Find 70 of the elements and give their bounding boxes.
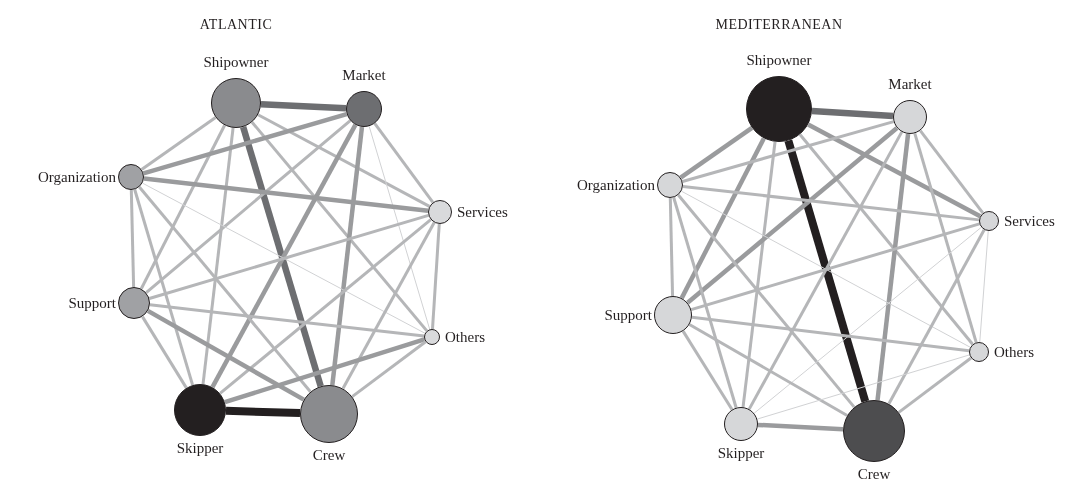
node-label: Skipper [176, 439, 224, 457]
network-link [143, 176, 429, 213]
network-link [757, 422, 844, 432]
network-link [798, 133, 974, 346]
network-link [133, 189, 195, 386]
node-label: Market [342, 66, 386, 84]
panel-title: MEDITERRANEAN [715, 16, 843, 34]
network-link [260, 100, 347, 112]
network-link [756, 354, 970, 420]
node-label: Shipowner [746, 51, 812, 69]
network-link [784, 139, 870, 403]
network-link [210, 123, 358, 389]
node-label: Others [994, 343, 1034, 361]
network-link [368, 125, 431, 330]
node-label: Others [445, 328, 485, 346]
network-link [875, 133, 911, 401]
network-link [142, 111, 348, 176]
network-link [747, 131, 904, 410]
network-link [139, 124, 226, 290]
network-link [141, 315, 188, 389]
network-link [201, 127, 235, 385]
network-link [913, 132, 978, 343]
network-link [679, 137, 766, 300]
network-link [373, 122, 435, 204]
network-link [330, 126, 365, 386]
node-label: Crew [857, 465, 891, 483]
network-link [145, 119, 352, 294]
network-link [672, 197, 738, 409]
network-link [149, 303, 425, 338]
network-link [224, 337, 426, 405]
network-link [688, 323, 848, 417]
network-link [741, 141, 777, 408]
network-link [677, 194, 856, 409]
node-label: Crew [312, 446, 346, 464]
network-link [250, 121, 428, 332]
network-link [225, 406, 301, 418]
network-link [142, 182, 426, 334]
node-label: Support [68, 294, 116, 312]
network-link [431, 223, 441, 330]
network-link [811, 107, 894, 120]
network-link [682, 120, 895, 183]
network-link [351, 340, 427, 398]
network-link [691, 315, 970, 353]
network-link [129, 189, 136, 288]
network-link [690, 222, 980, 311]
node-label: Organization [576, 176, 655, 194]
node-label: Shipowner [203, 53, 269, 71]
network-link [668, 197, 675, 297]
network-link [919, 129, 985, 214]
network-link [681, 330, 734, 411]
network-link [138, 186, 312, 393]
network-link [686, 126, 899, 305]
node-label: Services [1004, 212, 1055, 230]
network-link [148, 214, 429, 300]
node-label: Market [888, 75, 932, 93]
network-link [897, 356, 972, 414]
network-link [240, 126, 324, 388]
node-label: Skipper [717, 444, 765, 462]
network-link [682, 184, 980, 222]
network-link [140, 116, 217, 171]
network-link [887, 229, 986, 405]
node-label: Organization [37, 168, 116, 186]
network-link [219, 218, 432, 395]
node-label: Support [604, 306, 652, 324]
network-link [679, 126, 754, 180]
node-label: Services [457, 203, 508, 221]
panel-title: ATLANTIC [199, 16, 273, 34]
network-link [753, 226, 982, 414]
network-link [146, 308, 305, 402]
network-link [979, 230, 989, 343]
